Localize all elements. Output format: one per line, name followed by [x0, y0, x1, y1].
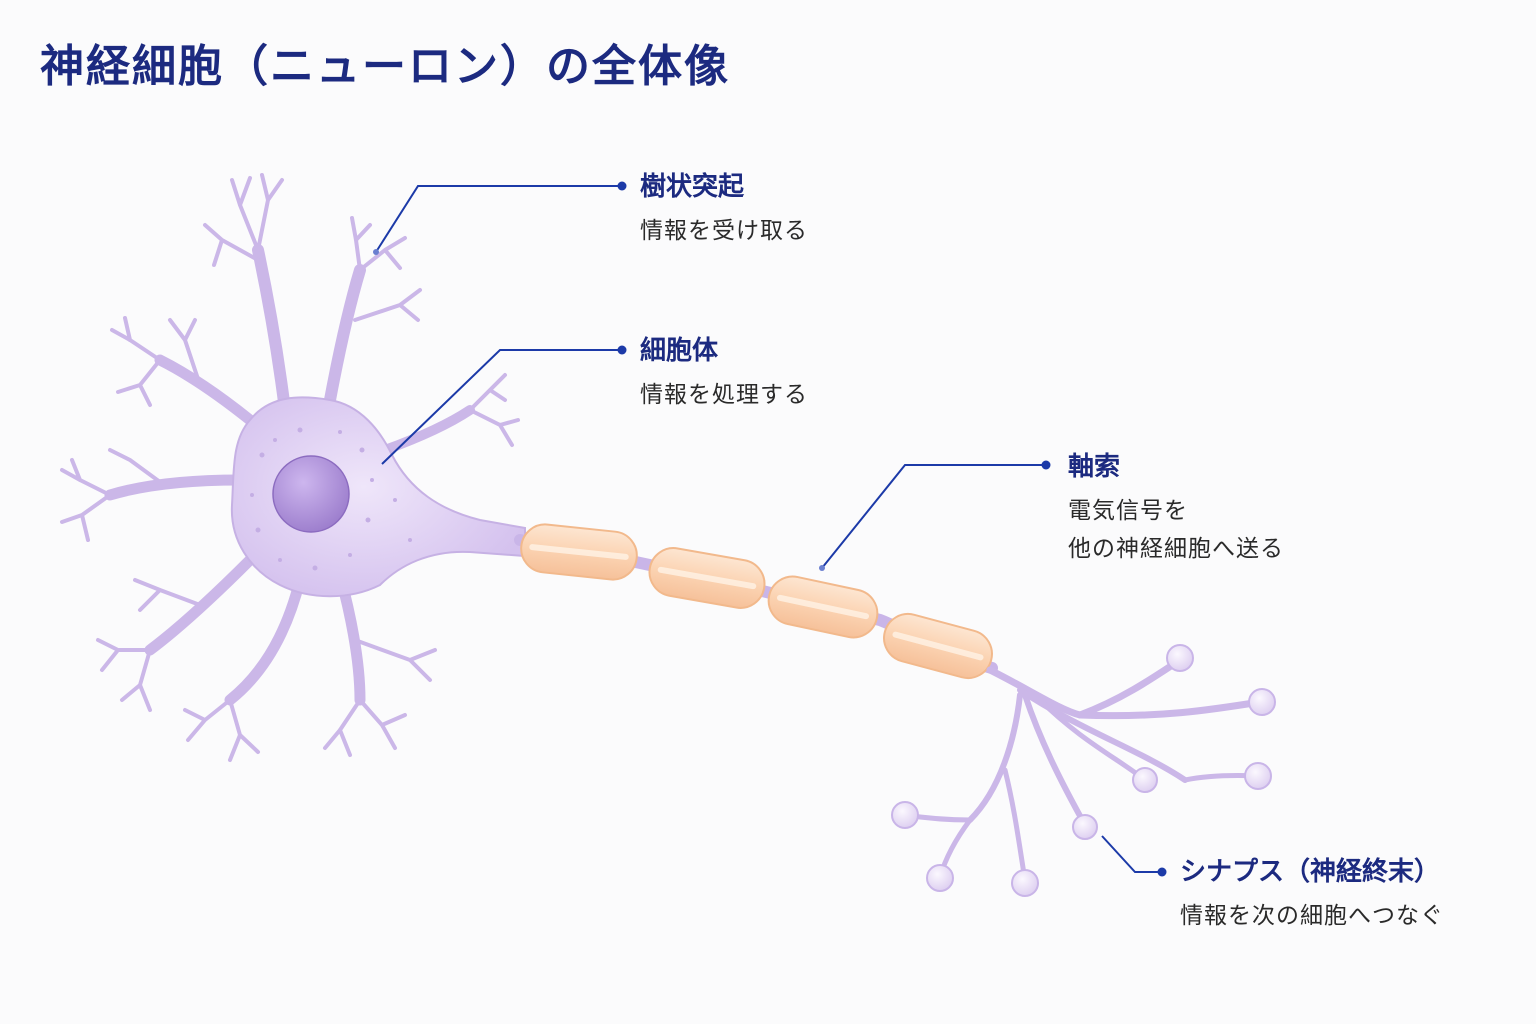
axon-name: 軸索	[1068, 452, 1121, 482]
leader-line-soma	[381, 349, 622, 465]
leader-line-dendrite	[375, 185, 622, 253]
soma-desc: 情報を処理する	[640, 376, 808, 414]
soma-name: 細胞体	[640, 336, 719, 366]
axon-terminal-branches	[902, 656, 1264, 883]
leader-line-axon	[821, 464, 1046, 569]
synapse-desc-line: 情報を次の細胞へつなぐ	[1180, 903, 1444, 929]
label-soma: 細胞体 情報を処理する	[640, 334, 808, 414]
label-dendrite: 樹状突起 情報を受け取る	[640, 170, 808, 250]
cell-body	[230, 396, 526, 598]
axon-desc: 電気信号を 他の神経細胞へ送る	[1068, 492, 1284, 568]
leader-lines	[375, 185, 1162, 873]
cell-body-granules	[250, 427, 412, 571]
synapse-name: シナプス（神経終末）	[1180, 857, 1441, 887]
myelin-sheaths	[520, 523, 993, 680]
leader-dots	[373, 181, 1167, 877]
page-title: 神経細胞（ニューロン）の全体像	[40, 41, 730, 92]
leader-line-synapse	[1101, 835, 1162, 873]
dendrites	[60, 173, 520, 762]
label-synapse: シナプス（神経終末） 情報を次の細胞へつなぐ	[1180, 855, 1444, 935]
dendrite-desc: 情報を受け取る	[640, 212, 808, 250]
nucleus	[272, 455, 350, 533]
label-axon: 軸索 電気信号を 他の神経細胞へ送る	[1068, 450, 1284, 568]
axon-desc-line-1: 電気信号を	[1068, 498, 1188, 524]
synapse-desc: 情報を次の細胞へつなぐ	[1180, 897, 1444, 935]
axon-desc-line-2: 他の神経細胞へ送る	[1068, 536, 1284, 562]
soma-desc-line: 情報を処理する	[640, 382, 808, 408]
synaptic-terminals	[891, 644, 1276, 897]
dendrite-desc-line: 情報を受け取る	[640, 218, 808, 244]
dendrite-name: 樹状突起	[640, 172, 745, 202]
